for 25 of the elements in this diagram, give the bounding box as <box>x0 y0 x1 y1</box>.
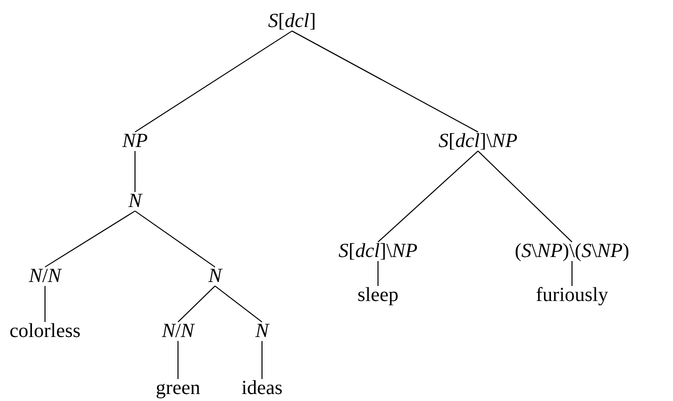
tree-node-label: N <box>127 190 143 212</box>
tree-branch-line <box>292 30 478 132</box>
tree-branch-line <box>378 150 478 242</box>
tree-branch-line <box>134 210 216 268</box>
tree-node-label: N <box>254 320 270 342</box>
tree-node-label: (S\NP)\(S\NP) <box>514 240 630 262</box>
tree-node-label: N/N <box>160 320 196 342</box>
tree-node-label: S[dcl] <box>267 10 317 32</box>
tree-node-label: NP <box>121 130 149 152</box>
tree-node-label: sleep <box>356 284 400 306</box>
tree-branch-line <box>134 30 292 132</box>
tree-node-label: ideas <box>240 377 284 399</box>
tree-node-label: green <box>154 377 202 399</box>
tree-node-label: colorless <box>8 320 82 342</box>
tree-node-label: S[dcl]\NP <box>338 240 418 262</box>
tree-branch-line <box>478 150 572 242</box>
tree-branch-line <box>44 286 46 322</box>
tree-branch-line <box>214 286 262 322</box>
tree-node-label: N <box>207 265 223 287</box>
tree-branch-line <box>178 286 216 322</box>
tree-node-label: furiously <box>534 284 610 306</box>
tree-node-label: S[dcl]\NP <box>438 130 518 152</box>
tree-branch-line <box>44 210 136 268</box>
tree-node-label: N/N <box>28 265 62 287</box>
tree-branch-line <box>134 150 136 192</box>
